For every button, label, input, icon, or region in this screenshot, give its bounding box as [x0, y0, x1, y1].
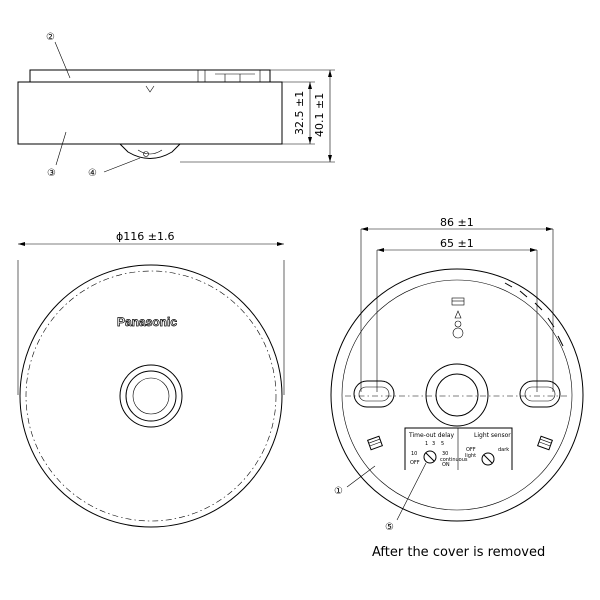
rear-view: 86 ±1 65 ±1 [330, 216, 584, 560]
tick-3: 3 [432, 441, 435, 447]
dim-diameter: ϕ116 ±1.6 [116, 230, 174, 243]
dim-width-outer: 86 ±1 [440, 216, 474, 229]
right-mounting-slot [519, 380, 561, 408]
arrow [377, 248, 384, 252]
tick-off: OFF [410, 460, 420, 466]
callout-1: ① [334, 486, 343, 497]
callout-2: ② [46, 32, 55, 43]
tick-5: 5 [441, 441, 444, 447]
front-lens-outer [119, 364, 183, 428]
light-label: light [465, 453, 476, 459]
front-view: ϕ116 ±1.6 Panasonic [17, 230, 285, 528]
side-sensor-lens [119, 143, 181, 159]
leader-1 [346, 465, 376, 488]
front-lens-mid [125, 370, 177, 422]
arrow [308, 137, 312, 144]
caption: After the cover is removed [372, 545, 545, 560]
side-terminal-block [197, 69, 261, 83]
front-outer-ring [19, 264, 283, 528]
dial-slot [425, 452, 435, 462]
arrow [277, 242, 284, 246]
tick-10: 10 [411, 451, 417, 457]
dial-slot [483, 454, 493, 464]
time-out-delay-dial [423, 450, 437, 464]
rear-top-clip [451, 297, 465, 306]
rear-lens-outer [425, 363, 489, 427]
right-slot-inner [524, 386, 556, 402]
arrow [328, 70, 332, 77]
arrow [546, 227, 553, 231]
front-inner-ring [25, 270, 277, 522]
leader-2 [54, 41, 71, 79]
time-out-delay-label: Time-out delay [408, 432, 455, 439]
dim-height-total: 40.1 ±1 [313, 93, 326, 137]
tick-30: 30 [442, 451, 448, 457]
rear-outer-ring [330, 268, 584, 522]
left-slot-inner [358, 386, 390, 402]
dim-height-body: 32.5 ±1 [293, 91, 306, 135]
arrow [18, 242, 25, 246]
arrow [328, 155, 332, 162]
left-screw [367, 435, 383, 451]
right-screw [537, 435, 553, 451]
callout-3: ③ [47, 168, 56, 179]
tick-on: ON [442, 462, 450, 468]
rear-small-circle [454, 320, 462, 328]
settings-panel [404, 427, 513, 470]
tick-1: 1 [425, 441, 428, 447]
rear-lens-inner [435, 373, 479, 417]
arrow [308, 82, 312, 89]
light-off-label: OFF [466, 447, 476, 453]
dark-label: dark [498, 447, 509, 453]
side-lens-detail [137, 149, 163, 155]
leader-3 [55, 131, 67, 166]
left-mounting-slot [353, 380, 395, 408]
light-sensor-dial [481, 452, 495, 466]
side-lens-dot [143, 151, 149, 157]
callout-4: ④ [88, 168, 97, 179]
dim-width-inner: 65 ±1 [440, 237, 474, 250]
rear-edge-ribs [504, 282, 564, 347]
front-lens-inner [132, 377, 170, 415]
up-arrow-icon [454, 310, 462, 319]
side-indicator-mark [145, 85, 155, 93]
callout-5: ⑤ [385, 522, 394, 533]
side-body [17, 81, 283, 145]
side-top-plate [29, 69, 271, 83]
rear-inner-ring [341, 279, 573, 511]
tick-continuous: continuous [440, 457, 468, 463]
brand-logo: Panasonic [117, 315, 177, 329]
rear-small-circle [452, 327, 464, 339]
leader-4 [103, 157, 141, 173]
arrow [530, 248, 537, 252]
side-view: 32.5 ±1 40.1 ±1 ② ③ ④ [17, 32, 335, 179]
leader-5 [396, 462, 427, 521]
arrow [361, 227, 368, 231]
light-sensor-label: Light sensor [474, 432, 511, 439]
